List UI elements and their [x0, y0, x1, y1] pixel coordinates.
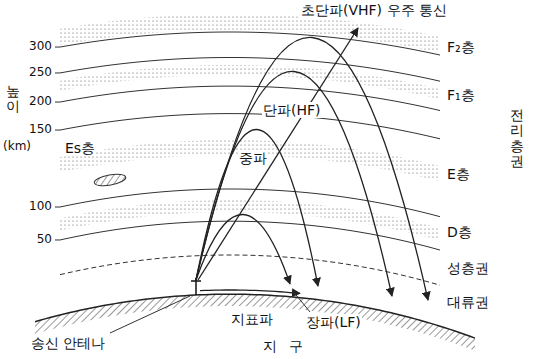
ionized-layer-band [60, 14, 440, 53]
axis-tick [55, 72, 60, 73]
wave-label: 단파(HF) [262, 102, 322, 118]
antenna-label: 송신 안테나 [30, 335, 106, 351]
sky-wave-path [196, 37, 428, 300]
axis-number: 100 [28, 200, 53, 214]
axis-unit: (km) [2, 140, 32, 154]
ground-wave-path [200, 290, 300, 293]
region-label: 성층권 [446, 260, 490, 276]
axis-tick [55, 130, 60, 131]
earth-label: 지 구 [262, 338, 308, 354]
axis-number: 300 [28, 40, 53, 54]
axis-tick [55, 239, 60, 240]
altitude-arc [60, 221, 440, 250]
wave-label: 지표파 [230, 311, 274, 327]
axis-number: 150 [28, 123, 53, 137]
axis-number: 250 [28, 66, 53, 80]
region-label: 전리층권 [510, 108, 524, 170]
earth-surface [35, 294, 475, 338]
ionized-layer-band [60, 200, 440, 240]
layer-label: D층 [446, 224, 473, 240]
layer-label: Es층 [64, 140, 96, 156]
altitude-arc [60, 32, 440, 55]
sky-wave-path [196, 71, 392, 296]
altitude-arc [60, 58, 440, 82]
wave-label: 초단파(VHF) 우주 통신 [300, 2, 448, 18]
leader-line [292, 290, 310, 312]
axis-number: 50 [36, 233, 53, 247]
axis-tick [55, 207, 60, 208]
layer-label: F₂층 [446, 39, 476, 55]
axis-tick [55, 102, 60, 103]
layer-label: F₁층 [446, 87, 476, 103]
altitude-arc [60, 189, 440, 217]
region-label: 대류권 [446, 294, 490, 310]
altitude-arc [60, 114, 440, 139]
axis-tick [55, 47, 60, 48]
es-layer-patch [93, 172, 126, 187]
axis-number: 200 [28, 95, 53, 109]
leader-line [110, 296, 190, 333]
layer-label: E층 [446, 166, 471, 182]
altitude-arc [60, 86, 440, 110]
axis-title: 높이 [6, 84, 20, 115]
wave-label: 중파 [238, 150, 268, 166]
wave-label: 장파(LF) [305, 314, 362, 330]
antenna-mast [191, 280, 201, 282]
vhf-ray [198, 28, 358, 280]
